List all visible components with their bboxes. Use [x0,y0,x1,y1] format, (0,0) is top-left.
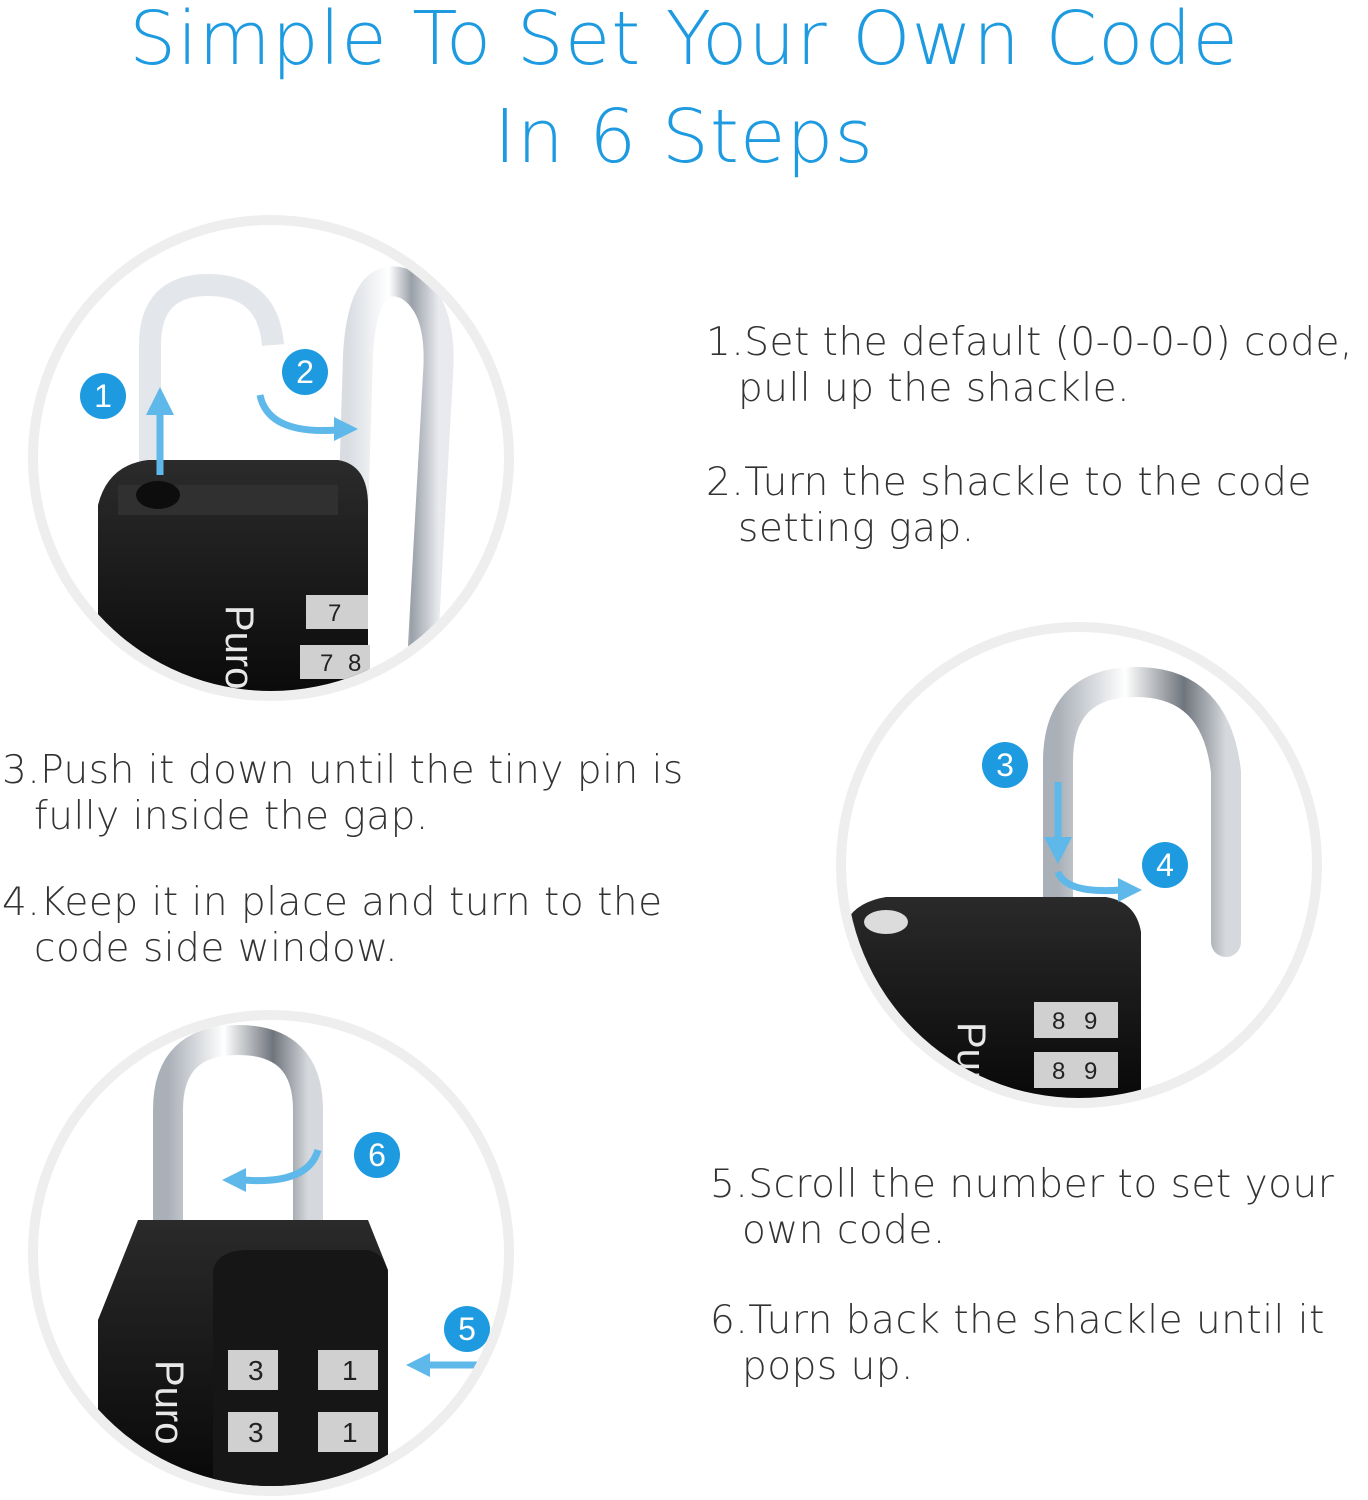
step-text-2: 2.Turn the shackle to the code setting g… [706,460,1312,552]
dial-digit: 3 [248,1355,264,1386]
arrow-curve-right-icon [256,394,339,435]
step-image-circle-1: 7 7 8 Puro 1 2 [28,215,514,701]
step-text-line: 1.Set the default (0-0-0-0) code, [706,320,1353,365]
step-text-6: 6.Turn back the shackle until it pops up… [710,1298,1325,1390]
brand-logo: Puro [217,605,261,690]
dial-digit: 9 [1084,1058,1097,1085]
dial-digit: 7 [328,600,341,627]
step-text-1: 1.Set the default (0-0-0-0) code, pull u… [706,320,1353,412]
dial-digit: 8 [1052,1058,1065,1085]
dial-digit: 8 [1052,1008,1065,1035]
step-badge-3: 3 [982,742,1028,788]
padlock-illustration: 8 9 8 9 Puro [846,666,1241,1098]
step-text-5: 5.Scroll the number to set your own code… [710,1162,1334,1254]
padlock-illustration: 7 7 8 Puro [98,266,454,691]
arrow-curve-right-icon [1054,870,1122,895]
step-badge-4: 4 [1142,842,1188,888]
step-text-line: pops up. [742,1344,914,1389]
dial-digit: 3 [248,1417,264,1448]
step-text-line: 6.Turn back the shackle until it [710,1298,1325,1343]
dial-digit: 1 [342,1355,358,1386]
step-text-line: 3.Push it down until the tiny pin is [2,748,684,793]
brand-logo: Puro [949,1022,993,1098]
step-badge-2: 2 [282,349,328,395]
arrow-left-icon [242,1148,322,1185]
step-text-line: 2.Turn the shackle to the code [706,460,1312,505]
dial-digit: 8 [348,650,361,677]
step-badge-5: 5 [444,1306,490,1352]
page-subtitle: In 6 Steps [494,94,874,180]
step-text-3: 3.Push it down until the tiny pin is ful… [2,748,684,840]
brand-logo: Puro [147,1360,191,1445]
step-text-line: own code. [742,1208,946,1253]
step-badge-1: 1 [80,373,126,419]
step-image-circle-3: 3 1 3 1 Puro 6 5 [28,1010,514,1496]
step-text-line: 4.Keep it in place and turn to the [2,880,663,925]
step-text-line: 5.Scroll the number to set your [710,1162,1335,1207]
step-text-4: 4.Keep it in place and turn to the code … [2,880,663,972]
dial-digit: 1 [342,1417,358,1448]
page-title: Simple To Set Your Own Code [129,0,1239,82]
step-text-line: setting gap. [738,506,975,551]
step-text-line: fully inside the gap. [34,794,429,839]
dial-digit: 7 [320,650,333,677]
step-text-line: code side window. [34,926,399,971]
padlock-illustration: 3 1 3 1 Puro [98,1024,504,1486]
step-badge-6: 6 [354,1132,400,1178]
step-text-line: pull up the shackle. [738,366,1131,411]
step-image-circle-2: 8 9 8 9 Puro 3 4 [836,622,1322,1108]
dial-digit: 9 [1084,1008,1097,1035]
